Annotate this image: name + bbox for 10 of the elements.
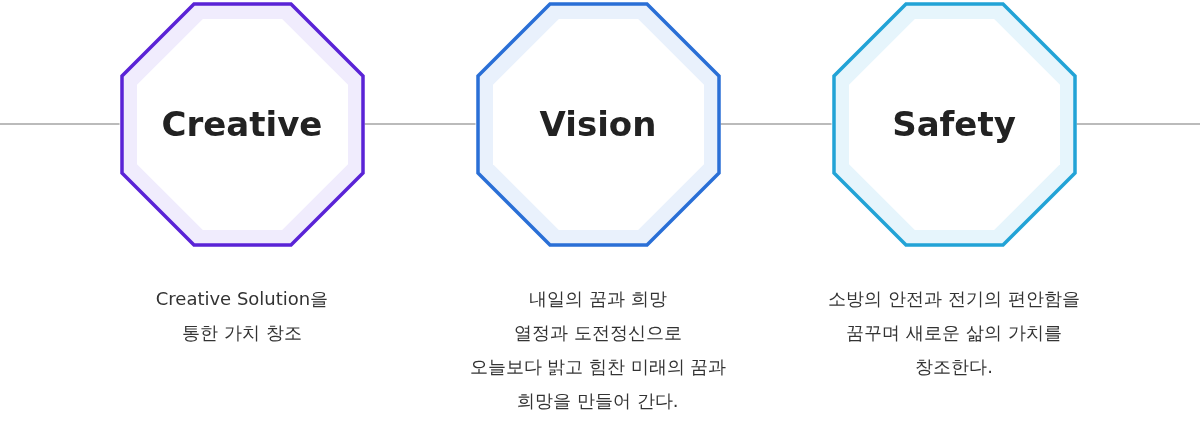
octagon-title: Vision xyxy=(539,104,657,144)
description-text: Creative Solution을 통한 가치 창조 xyxy=(154,287,330,345)
octagon-title: Creative xyxy=(161,104,323,144)
connector-line xyxy=(1075,123,1200,125)
connector-line xyxy=(0,123,121,125)
description-text: 소방의 안전과 전기의 편안함을 꿈꾸며 새로운 삶의 가치를 창조한다. xyxy=(827,287,1081,379)
connector-line xyxy=(363,123,477,125)
octagon-title: Safety xyxy=(892,104,1016,144)
description-text: 내일의 꿈과 희망 열정과 도전정신으로 오늘보다 밝고 힘찬 미래의 꿈과 희망을 만들어 간다. xyxy=(468,287,728,413)
connector-line xyxy=(719,123,833,125)
